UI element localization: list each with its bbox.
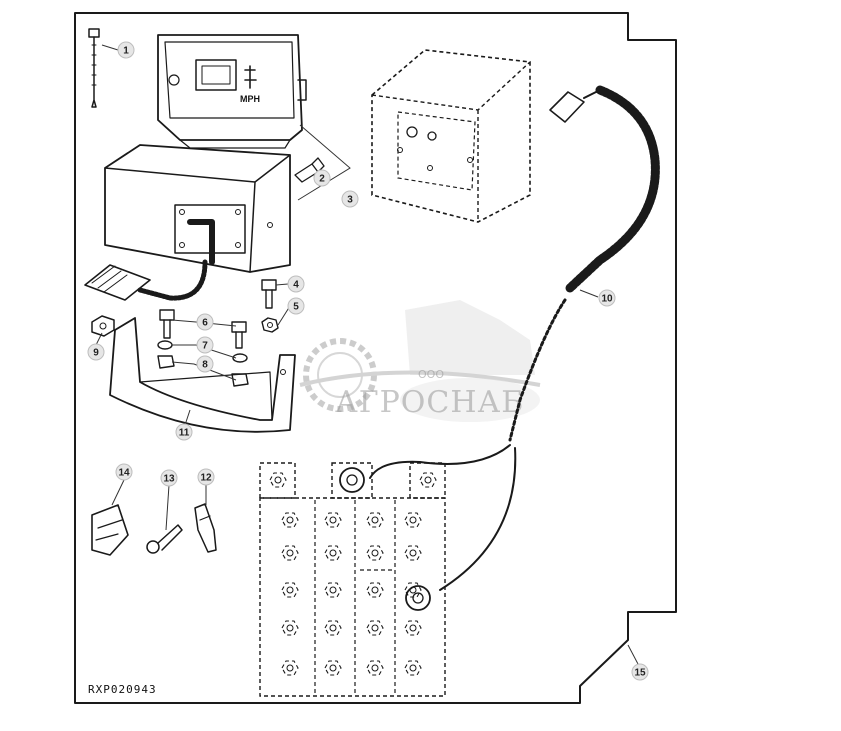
callout-5-label: 5 [293, 302, 299, 313]
nut-part-5 [261, 317, 279, 333]
callout-6-label: 6 [202, 318, 208, 329]
watermark [299, 300, 541, 422]
callout-1-bubble [117, 41, 135, 59]
callout-14-bubble [115, 463, 133, 481]
callout-7-label: 7 [202, 341, 208, 352]
battery-cable [339, 444, 517, 611]
cable-tie-part [88, 28, 100, 108]
display-unit-label: MPH [240, 94, 260, 104]
callout-13-bubble [160, 469, 178, 487]
callout-15-label: 15 [634, 668, 646, 679]
connector-part-14 [91, 504, 129, 556]
callout-4-bubble [287, 275, 305, 293]
callout-4-label: 4 [293, 280, 299, 291]
callout-2-bubble [313, 169, 331, 187]
callout-9-bubble [87, 343, 105, 361]
callout-14-label: 14 [118, 468, 130, 479]
callout-12-bubble [197, 468, 215, 486]
callout-15-bubble [631, 663, 649, 681]
part-3-bracket-line [297, 124, 351, 201]
callout-8-label: 8 [202, 360, 208, 371]
mounting-bracket-part-11 [109, 317, 296, 433]
callout-10-bubble [598, 289, 616, 307]
callout-12-label: 12 [200, 473, 212, 484]
callout-1-label: 1 [123, 46, 129, 57]
coiled-cable-part-10 [508, 85, 660, 442]
terminal-part-12 [194, 503, 217, 553]
figure-code: RXP020943 [88, 683, 157, 696]
callout-7-bubble [196, 336, 214, 354]
grommet-part-9 [91, 315, 115, 337]
callout-6-bubble [196, 313, 214, 331]
callout-3-bubble [341, 190, 359, 208]
sensor-housing-part [104, 144, 291, 273]
watermark-small-text: ООО [418, 368, 444, 381]
callout-13-label: 13 [163, 474, 175, 485]
bolt-part-6 [159, 309, 247, 349]
bolt-part-4 [261, 279, 277, 309]
rear-housing-dashed [371, 49, 531, 223]
watermark-name: АГРОСНАБ [335, 385, 524, 420]
speedometer-display-part [157, 34, 307, 149]
battery-pack-part-15 [259, 462, 446, 697]
callout-9-label: 9 [93, 348, 99, 359]
callout-8-bubble [196, 355, 214, 373]
diagram-frame [74, 12, 677, 704]
callout-10-label: 10 [601, 294, 613, 305]
callout-11-label: 11 [179, 428, 190, 439]
callout-3-label: 3 [347, 195, 353, 206]
callout-5-bubble [287, 297, 305, 315]
callout-11-bubble [175, 423, 193, 441]
wire-harness-part [84, 259, 208, 301]
callout-2-label: 2 [319, 174, 325, 185]
ring-terminal-part-13 [146, 524, 183, 554]
